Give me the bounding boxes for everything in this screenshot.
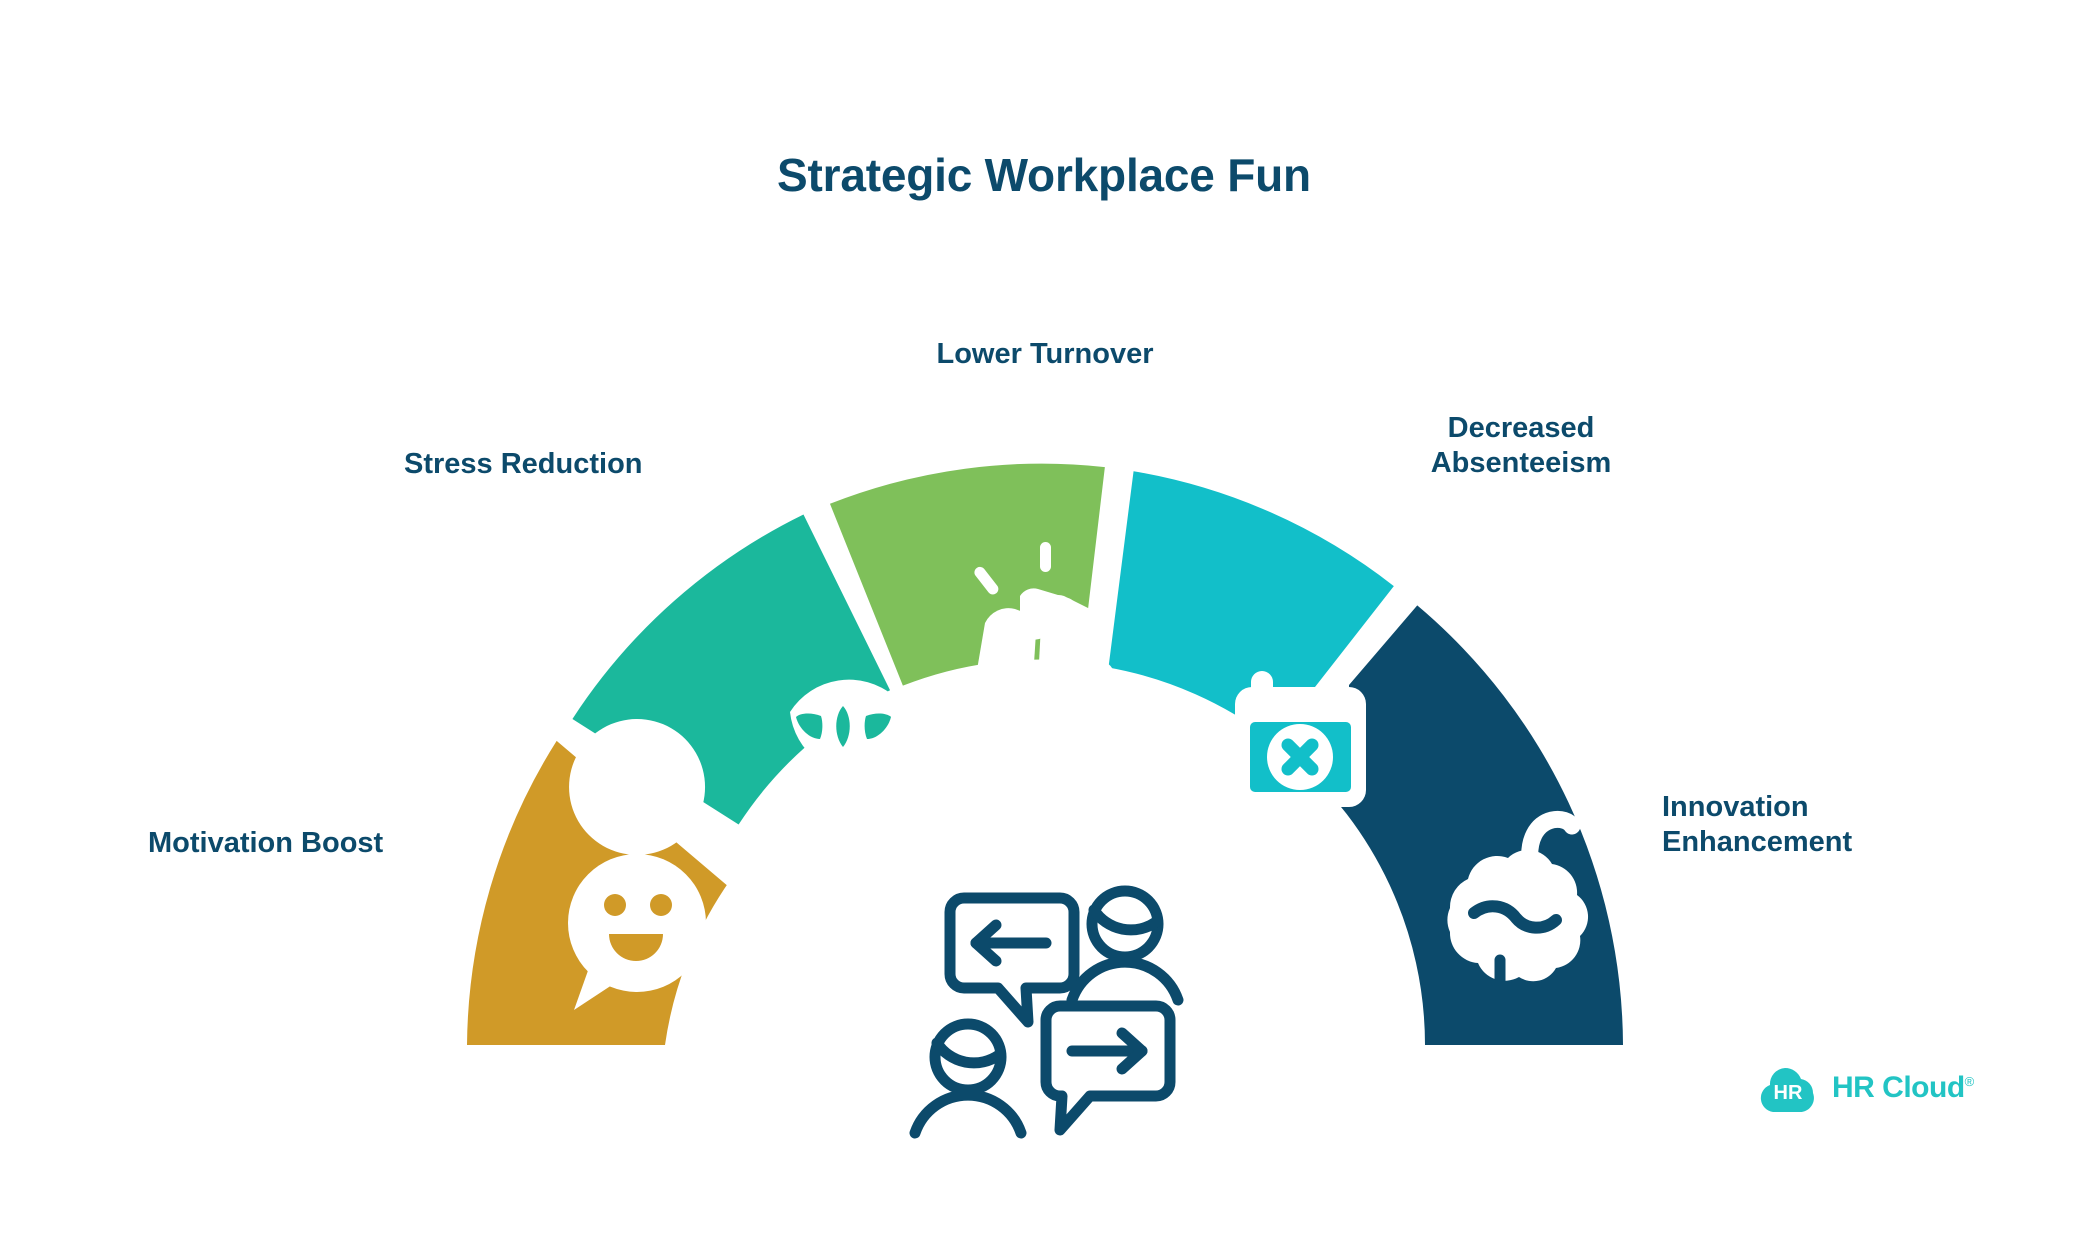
- donut-center-hole: [840, 840, 1250, 1045]
- segment-label-stress-reduction: Stress Reduction: [404, 448, 643, 480]
- wedge-lower-turnover[interactable]: [829, 463, 1105, 686]
- wedge-innovation-enhancement[interactable]: [1289, 605, 1623, 1045]
- head-lotus-mindfulness-icon: [790, 679, 924, 799]
- donut-wedges: [467, 463, 1623, 1045]
- baseline-cover: [400, 1045, 1690, 1125]
- wedge-motivation-boost[interactable]: [467, 740, 727, 1045]
- registered-mark: ®: [1964, 1074, 1975, 1089]
- segment-label-innovation-enhancement: Innovation Enhancement: [1662, 791, 1853, 859]
- wedge-decreased-absenteeism[interactable]: [1108, 471, 1394, 741]
- segment-label-decreased-absenteeism: Decreased Absenteeism: [1430, 412, 1612, 480]
- hr-cloud-logo[interactable]: HR HR Cloud®: [1758, 1062, 1974, 1114]
- smiley-speech-bubble-icon: [568, 718, 706, 1010]
- segment-label-lower-turnover: Lower Turnover: [936, 338, 1154, 370]
- logo-wordmark: HR Cloud®: [1832, 1071, 1974, 1105]
- fist-bump-icon: [974, 542, 1132, 715]
- segment-label-motivation-boost: Motivation Boost: [148, 827, 384, 859]
- brain-idea-icon: [1447, 810, 1589, 990]
- cloud-icon-text: HR: [1774, 1082, 1803, 1104]
- wedge-stress-reduction[interactable]: [572, 514, 891, 825]
- collaboration-speech-bubbles-icon: [909, 885, 1184, 1139]
- calendar-cancel-icon: [1235, 671, 1366, 807]
- cloud-icon: HR: [1758, 1062, 1820, 1114]
- page-title: Strategic Workplace Fun: [777, 149, 1311, 201]
- logo-wordmark-text: HR Cloud: [1832, 1071, 1965, 1104]
